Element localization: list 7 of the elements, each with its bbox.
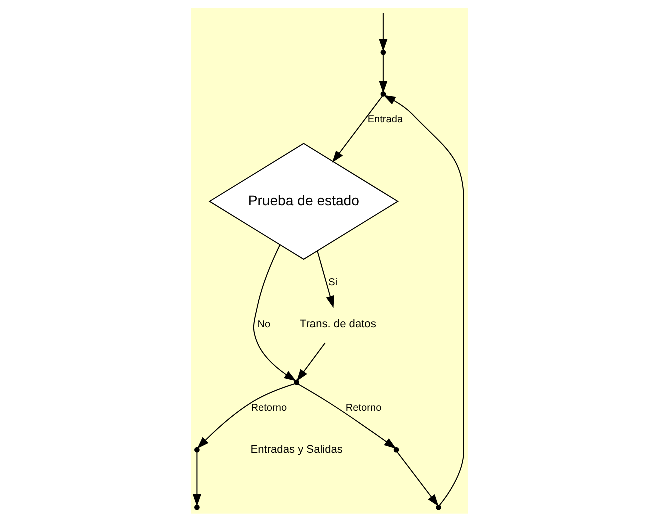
- edge-label: Retorno: [251, 402, 288, 414]
- edge-label: Retorno: [346, 402, 382, 414]
- label: Entradas y Salidas: [250, 444, 343, 456]
- edge-label: No: [258, 319, 271, 330]
- edge-label: Entrada: [368, 114, 404, 126]
- node-text: Trans. de datos: [300, 318, 376, 331]
- edge-label: Si: [328, 278, 338, 289]
